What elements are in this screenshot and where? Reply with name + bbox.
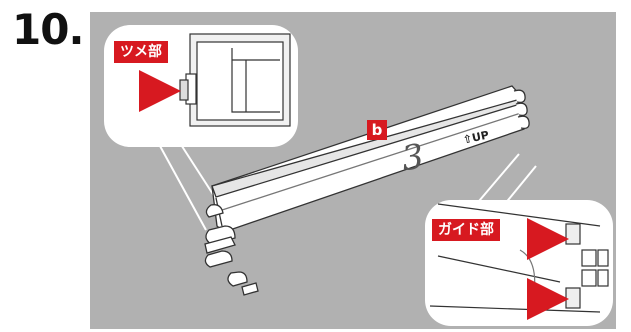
tsume-label: ツメ部 [114,41,168,63]
step-number: 10. [12,5,84,54]
drive-bracket [204,85,530,296]
part-b-label: b [367,120,387,140]
guide-label: ガイド部 [432,219,500,241]
